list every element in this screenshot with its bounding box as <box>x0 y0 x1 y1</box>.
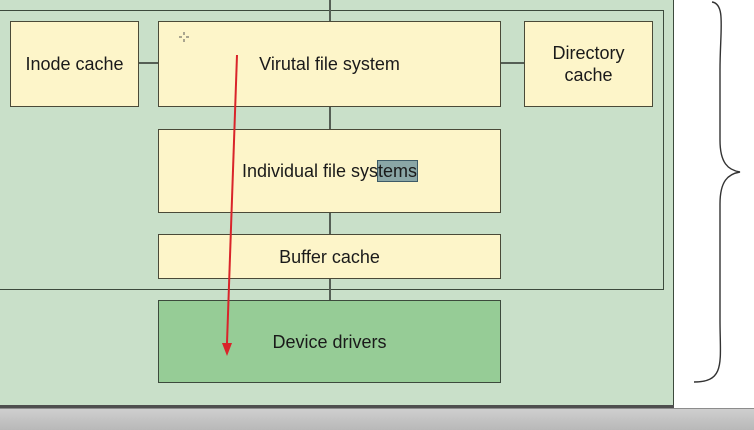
device-drivers-label: Device drivers <box>272 331 387 352</box>
selected-text-highlight: tems <box>377 160 419 182</box>
individual-fs-label: Individual file systems <box>241 160 419 182</box>
buffer-cache-label: Buffer cache <box>279 246 380 267</box>
filesystem-subpanel <box>0 10 664 290</box>
right-curly-brace <box>693 1 741 383</box>
inode-cache-label: Inode cache <box>25 54 124 74</box>
connector-vfs-individual <box>329 105 331 130</box>
individual-fs-label-prefix: Individual file sys <box>241 161 379 181</box>
buffer-cache-box: Buffer cache <box>158 234 501 279</box>
virtual-file-system-box: Virutal file system <box>158 21 501 107</box>
inode-cache-box: Inode cache <box>10 21 139 107</box>
connector-inode-vfs <box>138 62 160 64</box>
connector-buffer-panel <box>329 278 331 302</box>
bottom-scrollbar-area <box>0 408 754 430</box>
directory-cache-label: Directory cache <box>552 43 625 85</box>
connector-vfs-directory <box>500 62 526 64</box>
individual-file-systems-box: Individual file systems <box>158 129 501 213</box>
vfs-label: Virutal file system <box>259 54 400 74</box>
red-arrow-annotation <box>222 54 238 356</box>
connector-top <box>329 0 331 22</box>
device-drivers-box: Device drivers <box>158 300 501 383</box>
panel-bottom-edge <box>0 405 674 409</box>
connector-individual-buffer <box>329 212 331 235</box>
directory-cache-box: Directory cache <box>524 21 653 107</box>
move-cursor-icon <box>179 32 189 42</box>
